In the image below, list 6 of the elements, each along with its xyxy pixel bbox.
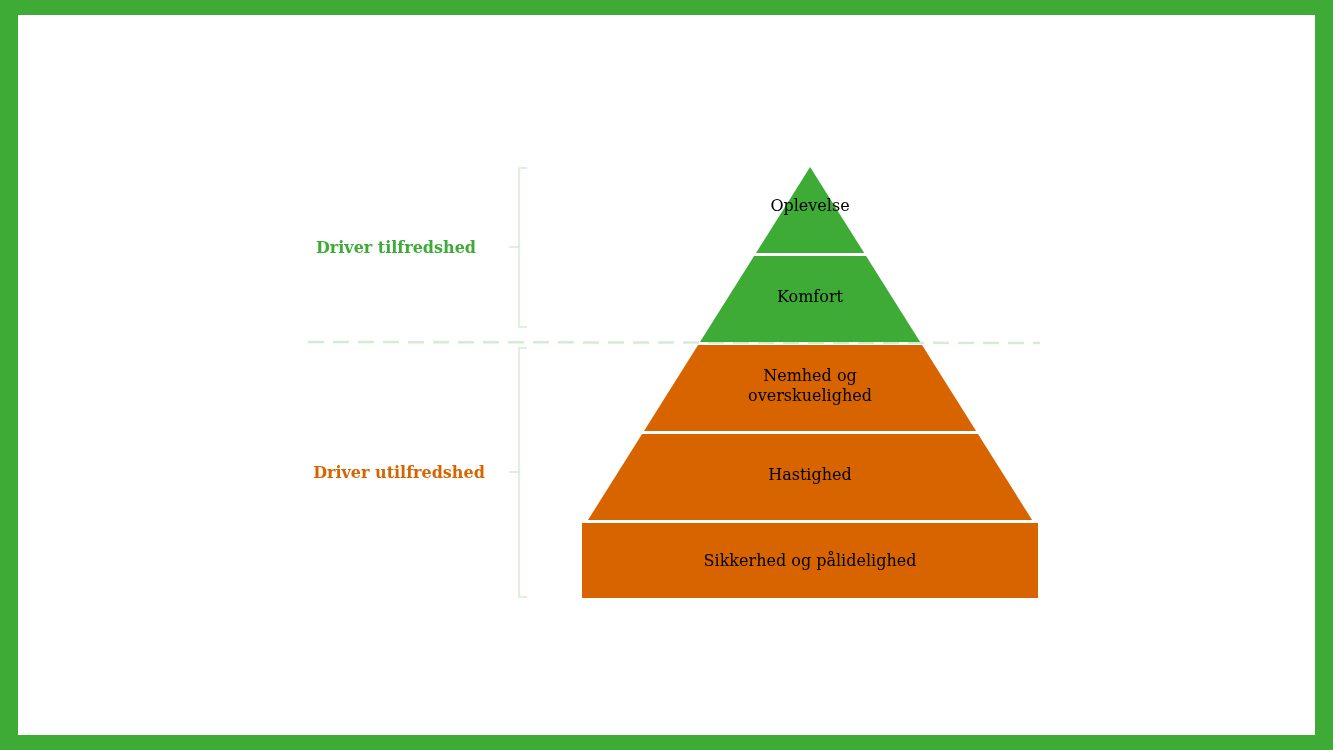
layer-label: Nemhed og overskuelighed bbox=[747, 366, 873, 406]
group-label: Driver tilfredshed bbox=[315, 237, 477, 257]
layer-label: Hastighed bbox=[767, 465, 853, 485]
group-label: Driver utilfredshed bbox=[313, 462, 485, 482]
layer-label: Komfort bbox=[776, 287, 844, 307]
layer-label: Sikkerhed og pålidelighed bbox=[702, 551, 918, 571]
